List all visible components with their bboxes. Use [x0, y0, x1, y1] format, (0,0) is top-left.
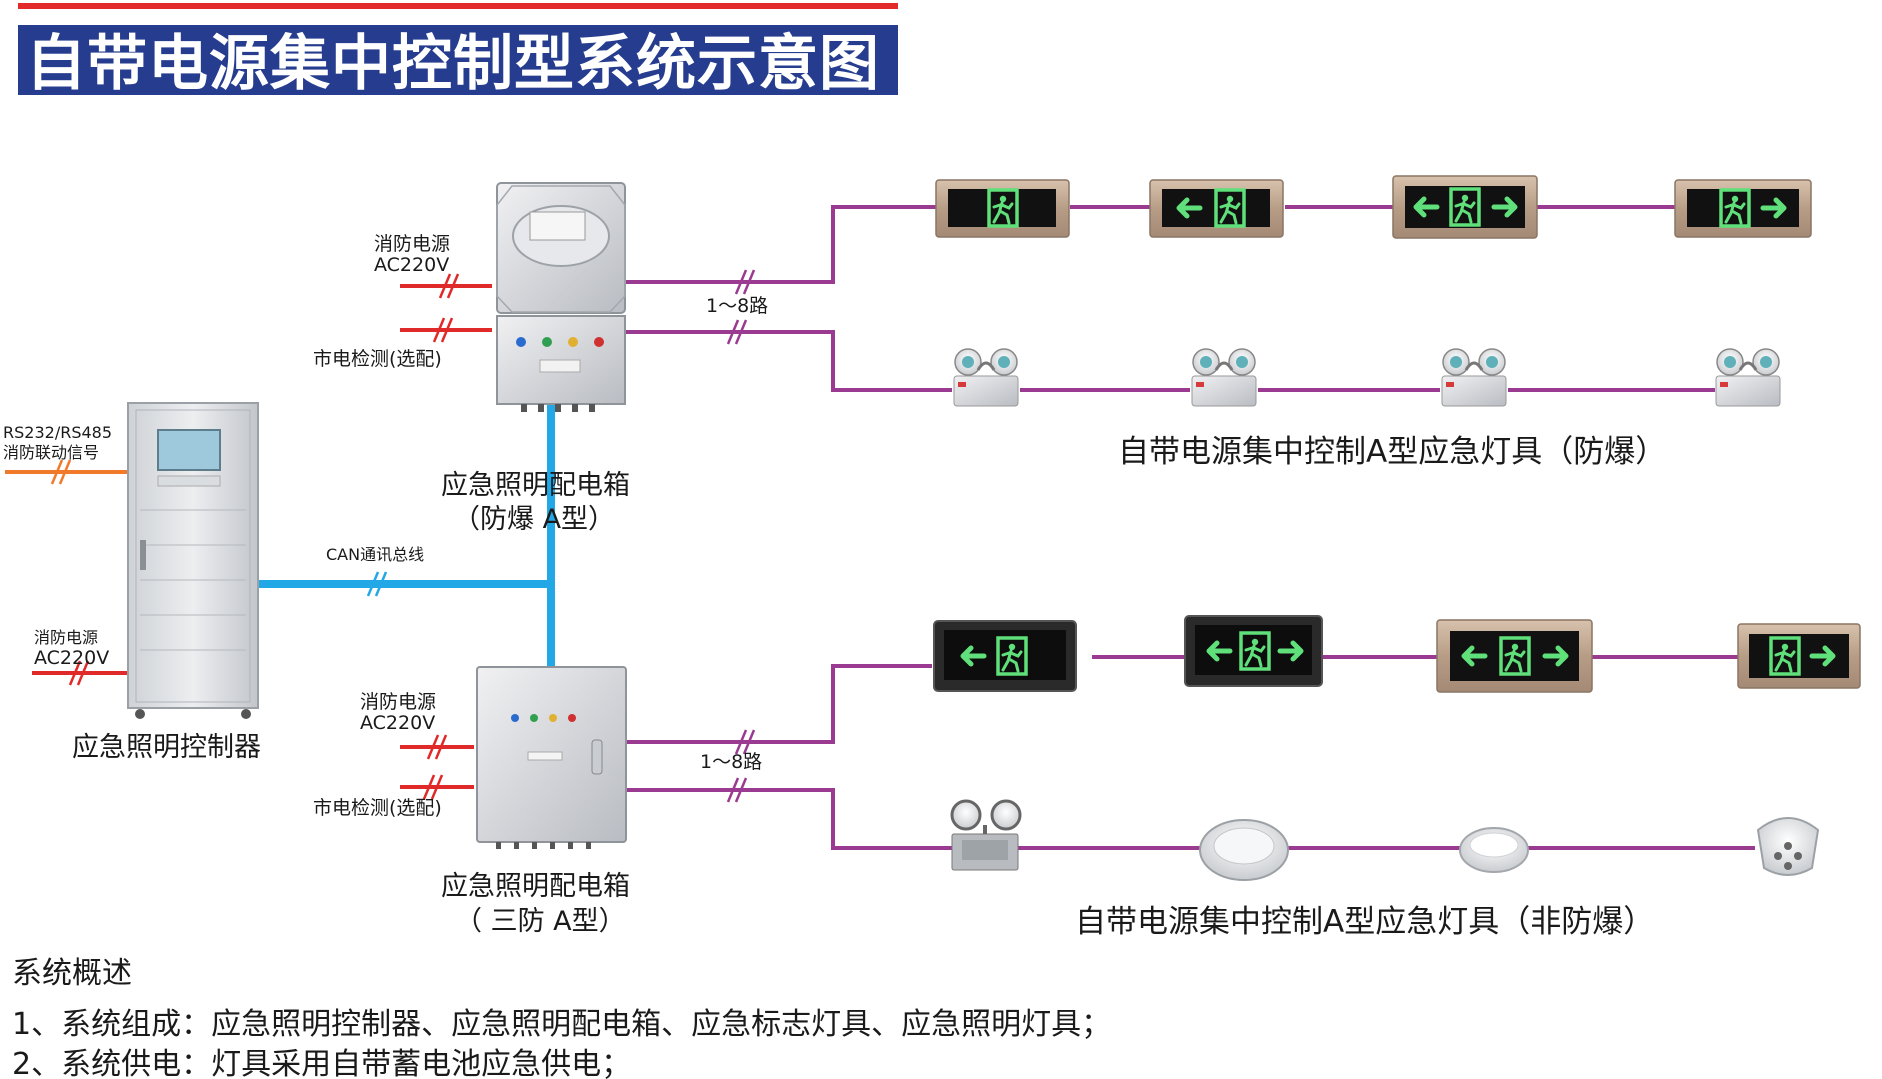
controller-power-label-2: AC220V	[34, 647, 109, 669]
controller-label: 应急照明控制器	[72, 732, 261, 763]
box-b-power-label-2: AC220V	[360, 712, 435, 734]
exit-sign-a2	[1149, 179, 1284, 238]
box-b-circuits-label: 1～8路	[700, 751, 762, 773]
exit-sign-a4	[1674, 179, 1812, 238]
twin-head-light-a2	[1190, 347, 1258, 408]
controller-signal-label-2: 消防联动信号	[3, 443, 99, 462]
exit-sign-b2	[1184, 615, 1323, 687]
summary-line-2: 2、系统供电：灯具采用自带蓄电池应急供电；	[12, 1047, 631, 1079]
ceiling-light-b2	[1199, 819, 1289, 881]
box-a-circuit-1	[626, 205, 940, 284]
box-a-circuits-label: 1～8路	[706, 295, 768, 317]
exit-sign-a3	[1392, 175, 1538, 239]
box-b-label-1: 应急照明配电箱	[441, 871, 630, 902]
exit-sign-b1	[933, 620, 1077, 692]
box-b-mains-label: 市电检测(选配)	[313, 797, 442, 819]
spot-light-b4	[1756, 817, 1820, 876]
box-a-label-2: （防爆 A型）	[453, 504, 615, 535]
box-a-circuit-2	[626, 330, 952, 392]
box-a-power-label-1: 消防电源	[374, 233, 450, 255]
title-banner	[18, 25, 898, 95]
twin-head-light-a1	[952, 347, 1020, 408]
box-b-circuit-1	[626, 664, 932, 744]
page-title: 自带电源集中控制型系统示意图	[26, 29, 880, 99]
exit-sign-a1	[935, 179, 1070, 238]
controller-power-label-1: 消防电源	[34, 628, 98, 647]
box-b-power-label-1: 消防电源	[360, 691, 436, 713]
box-a-power-label-2: AC220V	[374, 254, 449, 276]
cable-slash-marks	[50, 269, 756, 803]
group-a-label: 自带电源集中控制A型应急灯具（防爆）	[1118, 434, 1666, 470]
box-a-mains-label: 市电检测(选配)	[313, 348, 442, 370]
summary-line-1: 1、系统组成：应急照明控制器、应急照明配电箱、应急标志灯具、应急照明灯具；	[12, 1007, 1111, 1042]
twin-head-light-a4	[1714, 347, 1782, 408]
group-b-label: 自带电源集中控制A型应急灯具（非防爆）	[1075, 904, 1654, 940]
box-a-label-1: 应急照明配电箱	[441, 470, 630, 501]
twin-head-light-b1	[950, 799, 1022, 871]
controller-cabinet	[127, 402, 259, 719]
can-bus-label: CAN通讯总线	[326, 545, 424, 564]
twin-head-light-a3	[1440, 347, 1508, 408]
connection-lines	[5, 205, 1755, 850]
controller-screen	[157, 429, 221, 471]
controller-signal-label-1: RS232/RS485	[3, 423, 112, 442]
title-stripe	[18, 3, 898, 9]
downlight-b3	[1459, 827, 1529, 873]
exit-sign-b3	[1436, 619, 1593, 693]
summary-heading: 系统概述	[12, 956, 132, 991]
exit-sign-b4	[1737, 623, 1861, 689]
box-b-label-2: （ 三防 A型）	[455, 906, 626, 937]
distribution-box-a	[496, 182, 626, 412]
box-b-circuit-2	[626, 788, 952, 850]
distribution-box-b	[476, 666, 627, 849]
